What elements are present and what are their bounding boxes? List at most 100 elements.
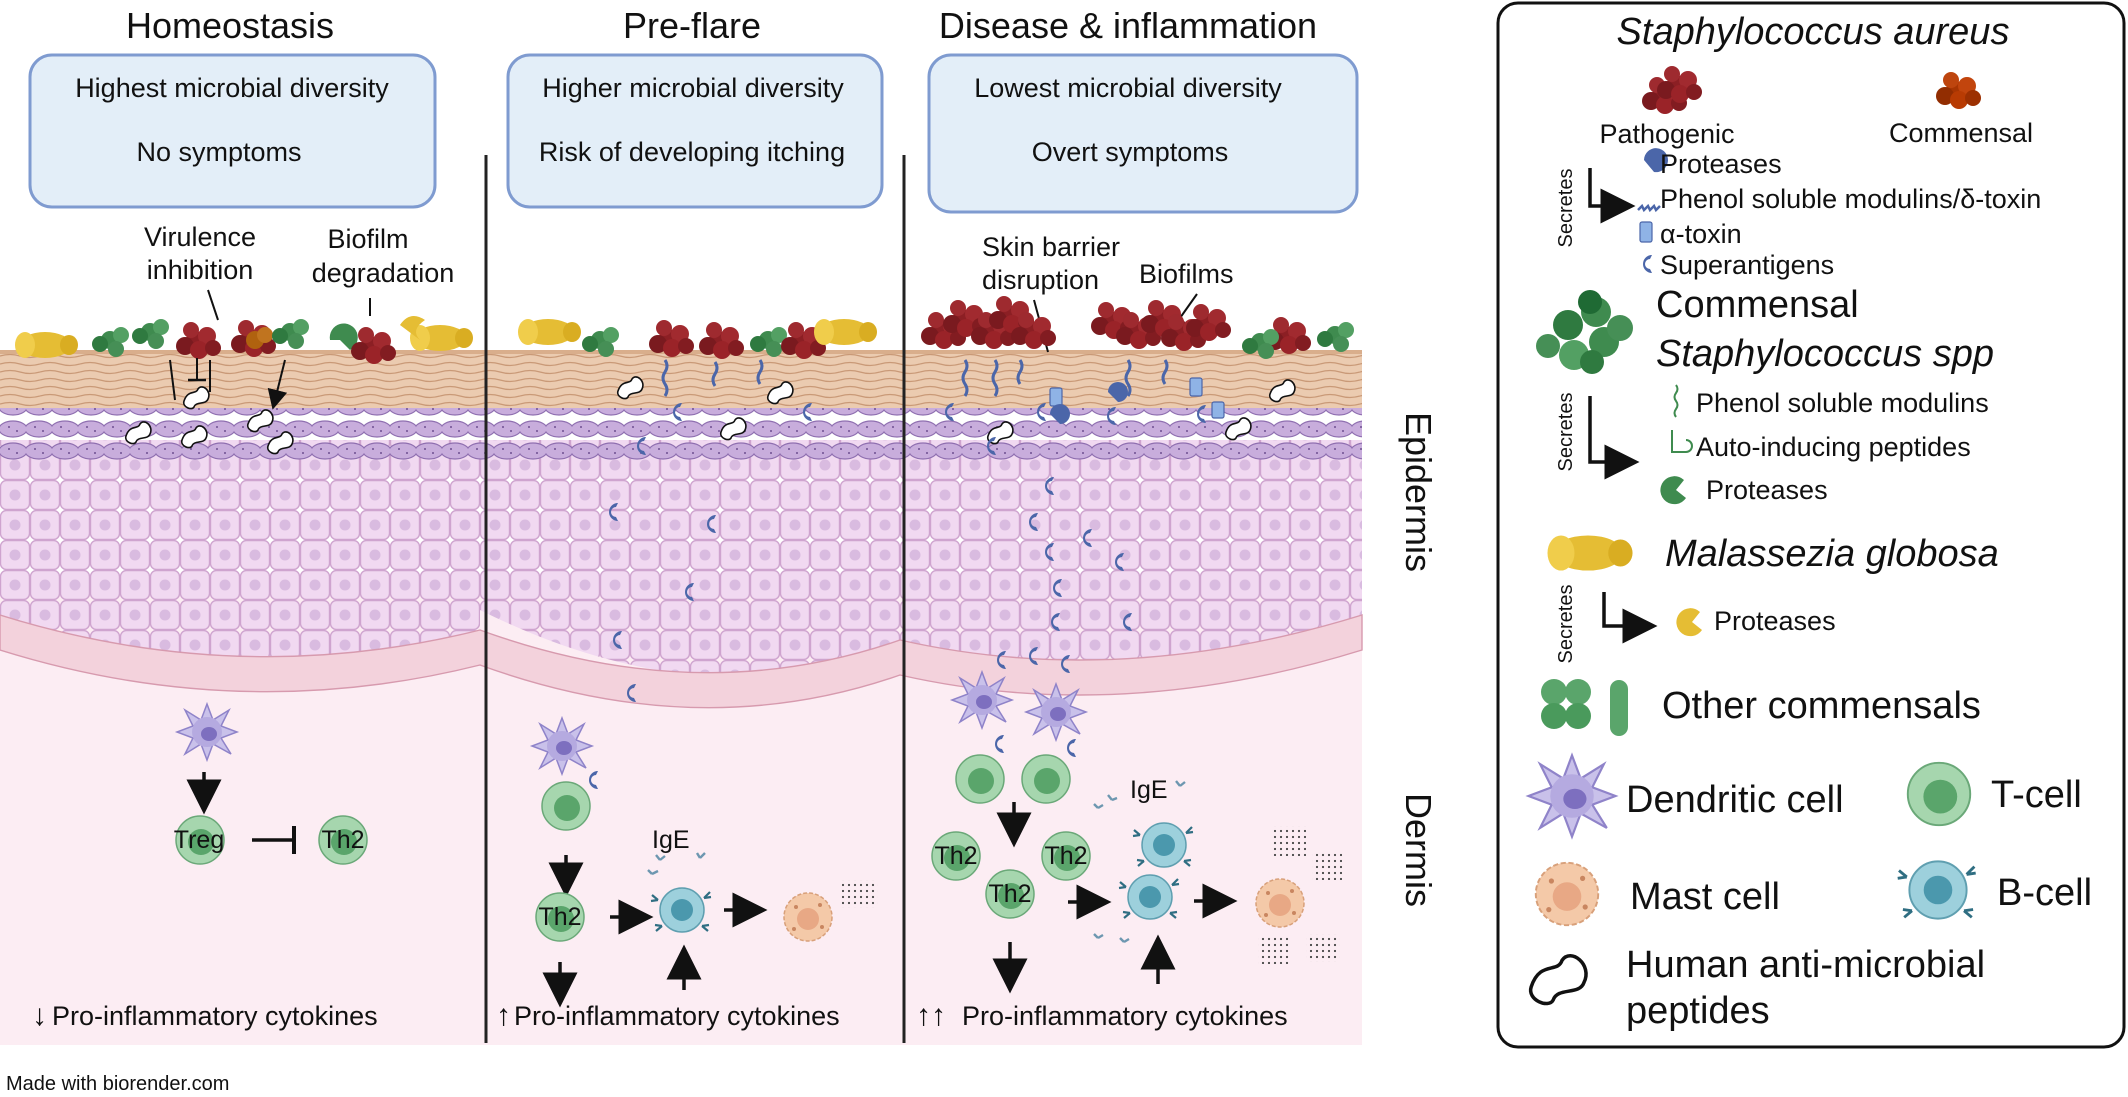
info-box-line: Lowest microbial diversity bbox=[974, 73, 1282, 103]
alpha-toxin-icon bbox=[1639, 221, 1653, 243]
cytokines-label: Pro-inflammatory cytokines bbox=[514, 1001, 840, 1031]
microbes-homeostasis bbox=[15, 316, 473, 364]
dendritic-cell bbox=[951, 671, 1013, 729]
legend-amp-line2: peptides bbox=[1626, 990, 1770, 1032]
info-box-homeostasis bbox=[28, 53, 437, 209]
legend-item: Proteases bbox=[1660, 149, 1782, 179]
up-arrow-glyph: ↑ bbox=[496, 999, 511, 1032]
annotation-biofilms: Biofilms bbox=[1139, 259, 1234, 289]
commensal-staph-icon bbox=[1536, 290, 1633, 374]
annotation-virulence: Virulence bbox=[144, 222, 256, 252]
th2-label: Th2 bbox=[1044, 842, 1087, 870]
skin-tissue bbox=[0, 350, 1363, 1045]
legend-item: Proteases bbox=[1714, 606, 1836, 636]
mediator-release bbox=[1312, 852, 1342, 880]
legend-s-aureus-title: Staphylococcus aureus bbox=[1617, 11, 2010, 53]
t-cell bbox=[541, 781, 591, 831]
legend-commensal-title: Commensal bbox=[1656, 284, 1859, 326]
annotation-inhibition: inhibition bbox=[147, 255, 254, 285]
legend-b-cell: B-cell bbox=[1997, 872, 2092, 914]
info-box-line: Overt symptoms bbox=[1032, 137, 1229, 167]
legend-malassezia-title: Malassezia globosa bbox=[1665, 533, 1999, 575]
info-box-preflare bbox=[506, 53, 884, 209]
arrows-homeostasis bbox=[169, 359, 285, 400]
legend-item: α-toxin bbox=[1660, 219, 1742, 249]
microbes-disease bbox=[921, 296, 1354, 359]
legend-commensal: Commensal bbox=[1889, 118, 2033, 148]
malassezia-icon bbox=[1547, 535, 1633, 571]
mast-cell-icon bbox=[1534, 861, 1600, 927]
annotation-skin-barrier: Skin barrier bbox=[982, 232, 1120, 262]
th2-label: Th2 bbox=[321, 826, 364, 854]
spinous-layer bbox=[0, 440, 1362, 678]
legend-other-commensals: Other commensals bbox=[1662, 685, 1981, 727]
legend-item: Proteases bbox=[1706, 475, 1828, 505]
double-up-arrow-glyph: ↑↑ bbox=[916, 999, 946, 1032]
t-cell bbox=[955, 754, 1005, 804]
dendritic-cell bbox=[531, 717, 593, 775]
pointer-line bbox=[1179, 293, 1198, 319]
psm-icon bbox=[1637, 203, 1661, 213]
info-box-line: Highest microbial diversity bbox=[75, 73, 389, 103]
panel-title-homeostasis: Homeostasis bbox=[126, 5, 334, 46]
mediator-release bbox=[1272, 826, 1306, 856]
secretes-arrow bbox=[1602, 592, 1658, 644]
mediator-release bbox=[1306, 934, 1340, 962]
legend-t-cell: T-cell bbox=[1991, 774, 2082, 816]
dendritic-cell bbox=[1025, 683, 1087, 741]
legend-mast-cell: Mast cell bbox=[1630, 876, 1780, 918]
th2-label: Th2 bbox=[988, 880, 1031, 908]
legend-secretes: Secretes bbox=[1555, 585, 1577, 664]
cytokines-label: Pro-inflammatory cytokines bbox=[52, 1001, 378, 1031]
legend-item: Superantigens bbox=[1660, 250, 1834, 280]
annotation-disruption: disruption bbox=[982, 265, 1099, 295]
ige-antibody bbox=[647, 852, 706, 876]
legend-secretes: Secretes bbox=[1555, 169, 1577, 248]
aip-icon bbox=[1671, 430, 1693, 453]
th2-label: Th2 bbox=[538, 903, 581, 931]
commensal-protease-icon bbox=[1660, 476, 1686, 505]
down-arrow-glyph: ↓ bbox=[32, 999, 47, 1032]
annotation-biofilm: Biofilm bbox=[327, 224, 408, 254]
other-commensals-icon bbox=[1541, 679, 1628, 736]
ige-label: IgE bbox=[1130, 776, 1168, 804]
t-cell bbox=[1021, 754, 1071, 804]
protease-icon bbox=[1644, 148, 1668, 173]
legend-secretes: Secretes bbox=[1555, 393, 1577, 472]
secretes-arrow bbox=[1588, 396, 1640, 480]
legend-dendritic-cell: Dendritic cell bbox=[1626, 779, 1844, 821]
treg-label: Treg bbox=[174, 826, 224, 854]
info-box-disease bbox=[927, 53, 1359, 214]
mediator-release bbox=[842, 880, 878, 908]
secretes-arrow bbox=[1588, 168, 1636, 224]
mast-cell bbox=[1255, 878, 1305, 928]
footer-credit: Made with biorender.com bbox=[6, 1073, 229, 1095]
dermis-label: Dermis bbox=[1398, 793, 1439, 907]
commensal-psm-icon bbox=[1673, 384, 1679, 418]
dendritic-cell-icon bbox=[1527, 754, 1617, 838]
annotation-degradation: degradation bbox=[312, 258, 455, 288]
alpha-toxin-disease bbox=[1049, 377, 1225, 419]
mast-cell bbox=[783, 892, 833, 942]
legend-commensal-species: Staphylococcus spp bbox=[1656, 333, 1994, 375]
dendritic-cell bbox=[176, 703, 238, 761]
ige-label: IgE bbox=[652, 826, 690, 854]
t-cell-icon bbox=[1906, 761, 1972, 827]
psm-preflare bbox=[661, 359, 764, 397]
mediator-release bbox=[1258, 936, 1290, 964]
psm-disease bbox=[961, 359, 1169, 397]
malassezia-protease-icon bbox=[1676, 608, 1702, 637]
panel-title-preflare: Pre-flare bbox=[623, 5, 761, 46]
legend-item: Auto-inducing peptides bbox=[1696, 432, 1971, 462]
pointer-line bbox=[207, 289, 219, 321]
cytokines-label: Pro-inflammatory cytokines bbox=[962, 1001, 1288, 1031]
stratum-corneum bbox=[0, 352, 1362, 408]
stratum-granulosum bbox=[0, 405, 1362, 460]
legend-item: Phenol soluble modulins bbox=[1696, 388, 1989, 418]
info-box-line: Risk of developing itching bbox=[539, 137, 845, 167]
basal-cell-layer bbox=[0, 614, 1363, 709]
th2-label: Th2 bbox=[934, 842, 977, 870]
info-box-line: Higher microbial diversity bbox=[542, 73, 844, 103]
ige-antibody bbox=[1093, 780, 1186, 944]
